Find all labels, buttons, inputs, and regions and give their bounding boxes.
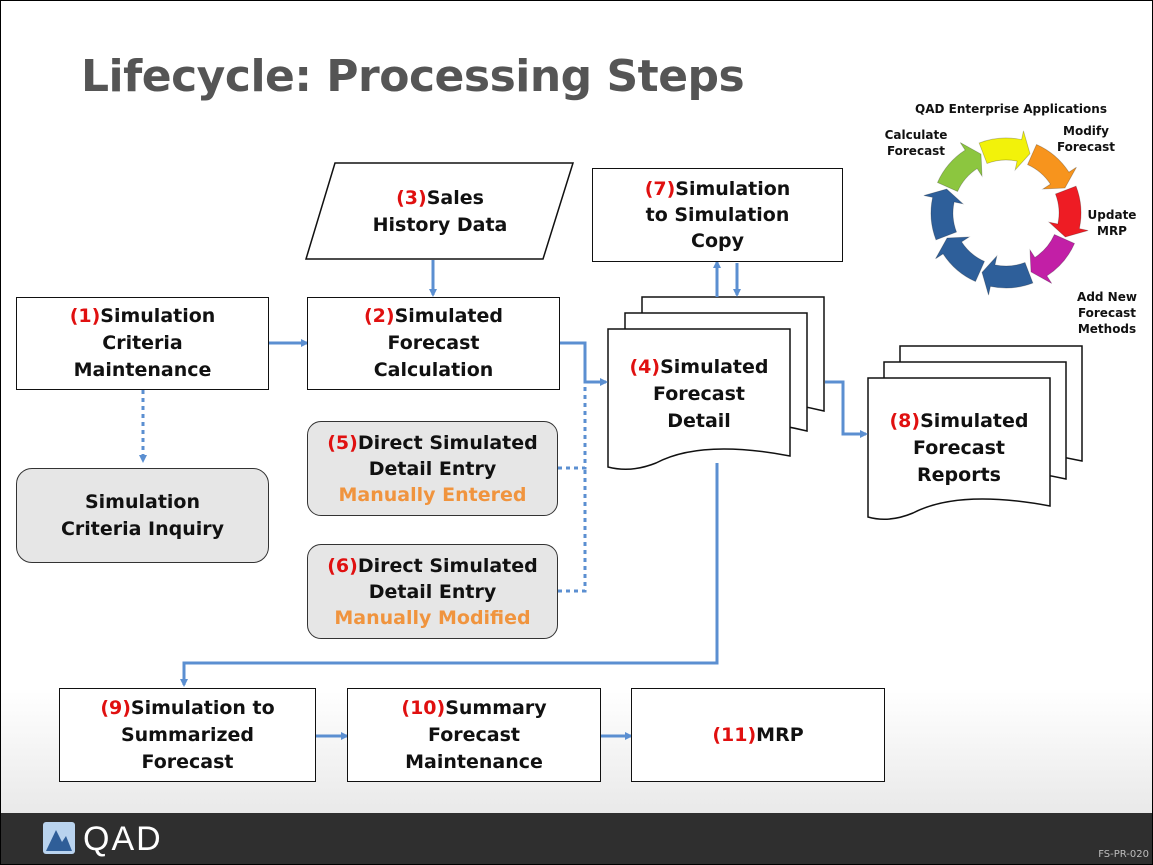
step-9-line1: Simulation to bbox=[130, 696, 275, 719]
step-5-line2: Detail Entry bbox=[368, 457, 497, 480]
dotted-line-5-to-4 bbox=[558, 382, 587, 470]
step-8-number: (8) bbox=[889, 409, 921, 432]
step-6-number: (6) bbox=[327, 554, 358, 577]
step-7-line2: to Simulation bbox=[645, 204, 790, 226]
step-6-line1: Direct Simulated bbox=[357, 554, 538, 577]
step-2-simulated-forecast-calculation: (2)Simulated Forecast Calculation bbox=[307, 297, 560, 390]
step-4-line3: Detail bbox=[667, 409, 731, 432]
step-8-line3: Reports bbox=[917, 463, 1001, 486]
cycle-heading: QAD Enterprise Applications bbox=[915, 102, 1107, 116]
step-4-simulated-forecast-detail: (4)Simulated Forecast Detail bbox=[608, 349, 790, 439]
footer-bar: QAD FS-PR-020 bbox=[1, 813, 1152, 864]
cycle-diagram bbox=[923, 130, 1089, 296]
step-9-line2: Summarized bbox=[120, 723, 255, 746]
arrow-4-to-9 bbox=[180, 463, 719, 687]
step-6-direct-simulated-detail-entry: (6)Direct Simulated Detail Entry Manuall… bbox=[307, 544, 558, 639]
cycle-modify-line2: Forecast bbox=[1056, 140, 1116, 154]
step-1-number: (1) bbox=[69, 305, 101, 327]
inquiry-line1: Simulation bbox=[84, 490, 201, 513]
cycle-calculate-line1: Calculate bbox=[884, 128, 948, 142]
slide-code: FS-PR-020 bbox=[1098, 849, 1149, 860]
cycle-modify-line1: Modify bbox=[1063, 124, 1109, 138]
cycle-arrow-segment bbox=[978, 130, 1031, 172]
step-11-mrp: (11)MRP bbox=[631, 688, 885, 782]
cycle-arrow-segment bbox=[923, 188, 965, 241]
qad-logo-text: QAD bbox=[83, 820, 163, 858]
dotted-line-6-to-4 bbox=[558, 468, 587, 593]
step-7-line3: Copy bbox=[691, 230, 744, 252]
step-3-line1: Sales bbox=[426, 187, 484, 209]
cycle-arrow-segment bbox=[1047, 185, 1089, 238]
step-11-number: (11) bbox=[712, 723, 757, 746]
step-4-number: (4) bbox=[629, 355, 661, 378]
step-2-line3: Calculation bbox=[373, 359, 494, 381]
step-1-line1: Simulation bbox=[100, 305, 216, 327]
step-9-line3: Forecast bbox=[141, 750, 234, 773]
step-11-line1: MRP bbox=[756, 723, 804, 746]
step-4-line1: Simulated bbox=[660, 355, 769, 378]
step-10-line3: Maintenance bbox=[405, 750, 543, 773]
step-9-simulation-to-summarized-forecast: (9)Simulation to Summarized Forecast bbox=[59, 688, 316, 782]
cycle-arrow-segment bbox=[935, 236, 985, 283]
cycle-update-line1: Update bbox=[1087, 208, 1137, 222]
sales-history-parallelogram bbox=[304, 162, 575, 260]
cycle-label-update: Update MRP bbox=[1083, 207, 1141, 239]
step-8-line2: Forecast bbox=[913, 436, 1005, 459]
cycle-calculate-line2: Forecast bbox=[886, 144, 946, 158]
step-7-line1: Simulation bbox=[675, 178, 791, 200]
cycle-label-calculate: Calculate Forecast bbox=[881, 127, 951, 159]
cycle-arrow-segment bbox=[981, 254, 1034, 296]
cycle-label-modify: Modify Forecast bbox=[1051, 123, 1121, 155]
qad-logo-icon bbox=[43, 822, 75, 854]
step-10-number: (10) bbox=[401, 696, 446, 719]
cycle-label-add: Add New Forecast Methods bbox=[1069, 289, 1145, 337]
step-7-simulation-to-simulation-copy: (7)Simulation to Simulation Copy bbox=[592, 168, 843, 262]
cycle-add-line1: Add New bbox=[1077, 290, 1137, 304]
step-3-sales-history-data: (3)Sales History Data bbox=[321, 177, 559, 247]
step-3-line2: History Data bbox=[372, 214, 508, 236]
cycle-add-line3: Methods bbox=[1077, 322, 1137, 336]
step-2-number: (2) bbox=[363, 305, 395, 327]
step-4-line2: Forecast bbox=[653, 382, 745, 405]
step-10-line2: Forecast bbox=[428, 723, 520, 746]
step-10-summary-forecast-maintenance: (10)Summary Forecast Maintenance bbox=[347, 688, 601, 782]
cycle-update-line2: MRP bbox=[1097, 224, 1127, 238]
step-1-line2: Criteria bbox=[102, 332, 183, 354]
step-6-note: Manually Modified bbox=[334, 606, 531, 629]
inquiry-line2: Criteria Inquiry bbox=[60, 517, 225, 540]
cycle-arrow-segment bbox=[1029, 234, 1076, 284]
connector-layer bbox=[139, 130, 1089, 740]
step-8-line1: Simulated bbox=[920, 409, 1029, 432]
step-5-number: (5) bbox=[327, 431, 358, 454]
step-8-simulated-forecast-reports: (8)Simulated Forecast Reports bbox=[868, 403, 1050, 493]
slide-title: Lifecycle: Processing Steps bbox=[81, 51, 745, 102]
step-2-line1: Simulated bbox=[394, 305, 504, 327]
step-5-line1: Direct Simulated bbox=[357, 431, 538, 454]
detail-doc-front bbox=[607, 328, 791, 470]
step-7-number: (7) bbox=[644, 178, 676, 200]
step-6-line2: Detail Entry bbox=[368, 580, 497, 603]
simulation-criteria-inquiry: Simulation Criteria Inquiry bbox=[16, 468, 269, 563]
reports-doc-front bbox=[867, 377, 1051, 520]
step-2-line2: Forecast bbox=[387, 332, 480, 354]
step-5-note: Manually Entered bbox=[338, 483, 527, 506]
step-9-number: (9) bbox=[100, 696, 131, 719]
step-1-line3: Maintenance bbox=[73, 359, 212, 381]
cycle-add-line2: Forecast bbox=[1077, 306, 1137, 320]
step-5-direct-simulated-detail-entry: (5)Direct Simulated Detail Entry Manuall… bbox=[307, 421, 558, 516]
step-3-number: (3) bbox=[396, 187, 427, 209]
arrow-4-to-8 bbox=[825, 380, 868, 438]
step-1-simulation-criteria-maintenance: (1)Simulation Criteria Maintenance bbox=[16, 297, 269, 390]
step-10-line1: Summary bbox=[445, 696, 547, 719]
cycle-arrow-segment bbox=[1027, 143, 1077, 190]
cycle-arrow-segment bbox=[936, 142, 983, 192]
arrow-2-to-4 bbox=[560, 341, 608, 386]
